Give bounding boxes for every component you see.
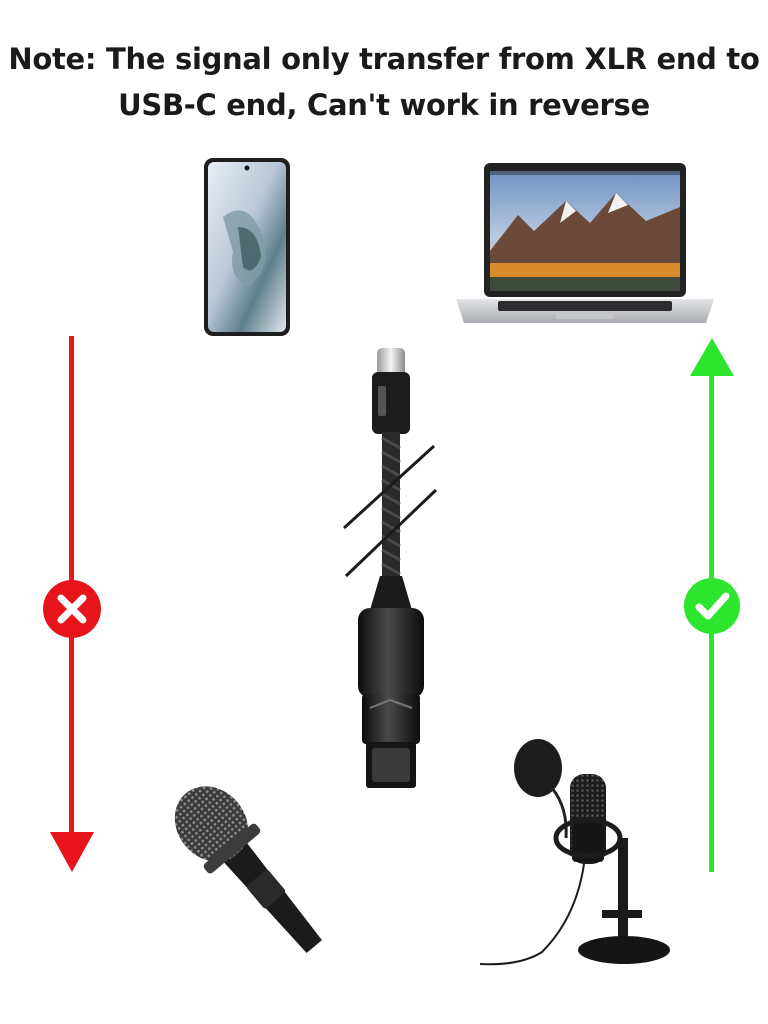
note-line-1: Note: The signal only transfer from XLR … — [8, 42, 760, 76]
smartphone-image — [203, 157, 291, 337]
dynamic-microphone-image — [150, 760, 350, 980]
condenser-microphone-image — [480, 738, 680, 970]
note-line-2: USB-C end, Can't work in reverse — [118, 88, 650, 122]
check-icon — [683, 577, 741, 635]
note-heading: Note: The signal only transfer from XLR … — [0, 36, 768, 128]
cross-icon — [42, 579, 102, 639]
laptop-image — [456, 163, 714, 325]
usb-c-to-xlr-cable-image — [340, 348, 440, 794]
